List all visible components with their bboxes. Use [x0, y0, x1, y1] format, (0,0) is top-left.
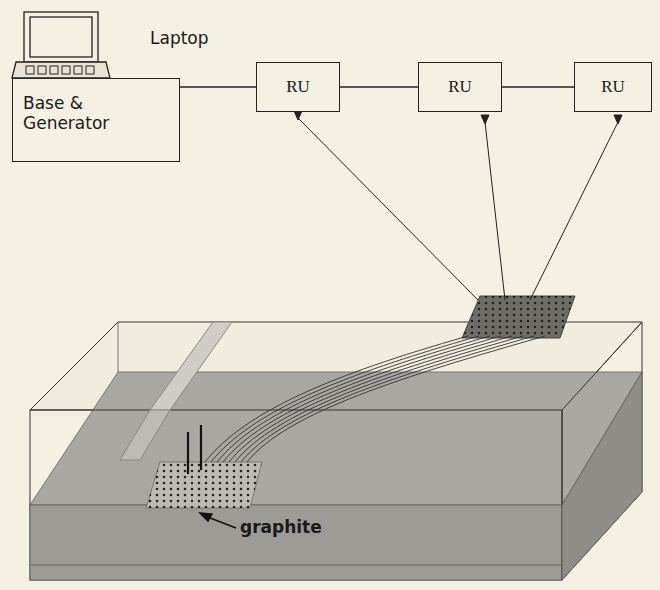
material-label: graphite	[240, 517, 322, 537]
laptop-icon	[12, 12, 110, 78]
tank	[30, 322, 642, 580]
cable-bundle	[205, 336, 545, 462]
cable-connector	[340, 86, 418, 87]
cable-connector	[180, 86, 256, 87]
remote-unit-box: RU	[574, 62, 652, 112]
remote-unit-box: RU	[418, 62, 502, 112]
graphite-pointer	[200, 513, 236, 528]
electrode-patch	[462, 296, 575, 338]
cable-connector	[502, 86, 574, 87]
node-text: RU	[448, 77, 472, 97]
node-text: Base & Generator	[23, 93, 123, 133]
node-text: RU	[601, 77, 625, 97]
base-generator-box: Base & Generator	[12, 78, 180, 162]
device-label: Laptop	[150, 28, 209, 48]
electrode-grid	[146, 462, 262, 508]
probe-rods	[188, 425, 201, 474]
node-text: RU	[286, 77, 310, 97]
leader-lines	[294, 111, 622, 300]
remote-unit-box: RU	[256, 62, 340, 112]
